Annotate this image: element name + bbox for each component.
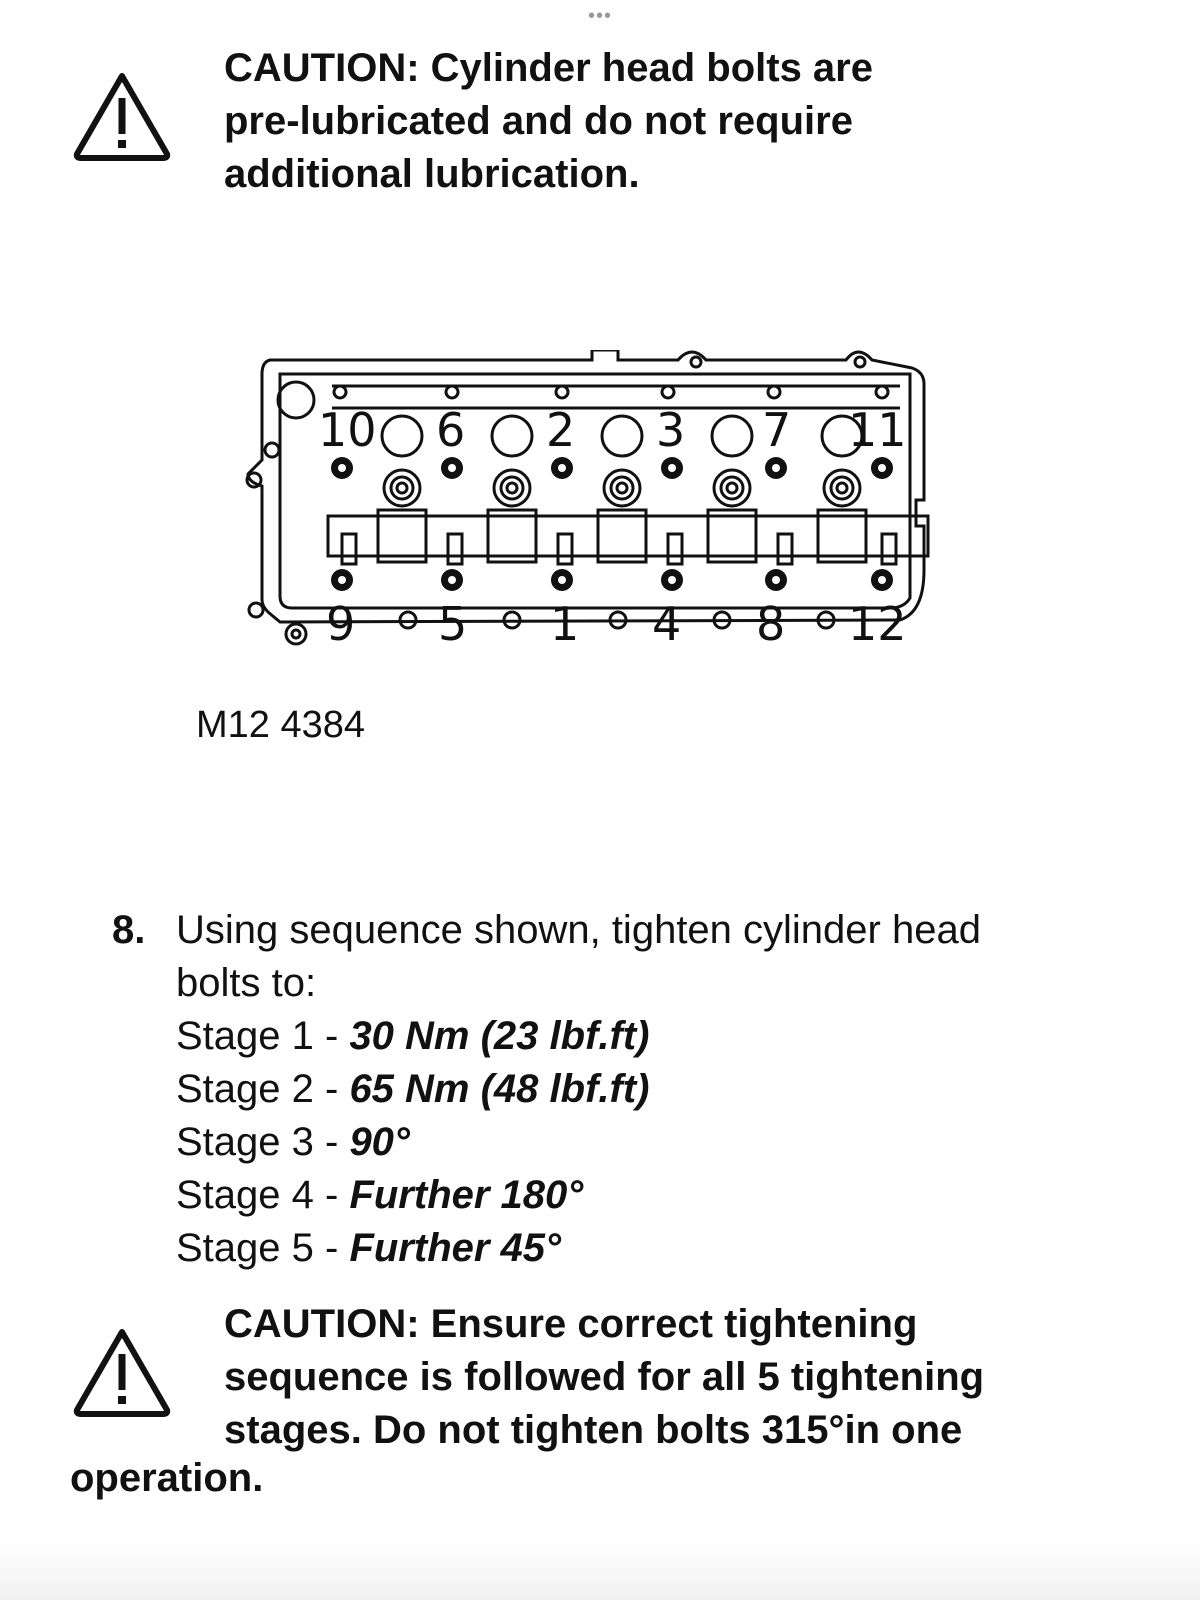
warning-triangle-icon <box>73 1329 171 1417</box>
caution-line: sequence is followed for all 5 tightenin… <box>224 1355 985 1399</box>
cylinder-head-bolt-sequence-diagram: 10 6 2 3 7 11 9 5 1 4 8 12 <box>245 350 930 651</box>
caution-line: operation. <box>70 1456 264 1500</box>
caution-line: CAUTION: Ensure correct tightening <box>224 1302 918 1346</box>
step-text-line: Using sequence shown, tighten cylinder h… <box>176 908 981 952</box>
torque-stage: Stage 3 - 90° <box>176 1116 1116 1169</box>
bolt-label-top: 6 <box>436 403 465 457</box>
stage-label: Stage 1 - <box>176 1014 350 1058</box>
caution-last-line: operation. <box>70 1452 263 1505</box>
stage-value: 90° <box>349 1120 410 1164</box>
caution-line: additional lubrication. <box>224 152 640 196</box>
torque-stage: Stage 4 - Further 180° <box>176 1169 1116 1222</box>
stage-label: Stage 3 - <box>176 1120 350 1164</box>
more-options-indicator[interactable]: ••• <box>587 5 612 27</box>
bolt-label-top: 11 <box>848 403 907 457</box>
caution-lubrication: CAUTION: Cylinder head bolts are pre-lub… <box>224 42 873 201</box>
caution-line: pre-lubricated and do not require <box>224 99 853 143</box>
torque-stage: Stage 1 - 30 Nm (23 lbf.ft) <box>176 1010 1116 1063</box>
step-number: 8. <box>112 908 146 952</box>
caution-tightening-sequence: CAUTION: Ensure correct tightening seque… <box>224 1298 984 1457</box>
stage-value: 30 Nm (23 lbf.ft) <box>349 1014 650 1058</box>
caution-line: stages. Do not tighten bolts 315°in one <box>224 1408 963 1452</box>
bolt-label-bottom: 4 <box>652 597 681 651</box>
warning-triangle-icon <box>73 73 171 161</box>
step-body: Using sequence shown, tighten cylinder h… <box>176 904 1116 1275</box>
stage-label: Stage 2 - <box>176 1067 350 1111</box>
bolt-label-bottom: 8 <box>756 597 785 651</box>
stage-label: Stage 5 - <box>176 1226 350 1270</box>
stage-value: 65 Nm (48 lbf.ft) <box>349 1067 650 1111</box>
step-text-line: bolts to: <box>176 961 317 1005</box>
bolt-label-bottom: 9 <box>326 597 355 651</box>
bolt-label-bottom: 12 <box>848 597 907 651</box>
figure-code: M12 4384 <box>196 704 366 746</box>
bolt-label-bottom: 1 <box>550 597 579 651</box>
stage-value: Further 180° <box>349 1173 584 1217</box>
bottom-edge-shadow <box>0 1540 1200 1600</box>
bolt-label-top: 3 <box>656 403 685 457</box>
bolt-label-top: 2 <box>546 403 575 457</box>
bolt-label-top: 7 <box>762 403 791 457</box>
bolt-label-top: 10 <box>318 403 377 457</box>
torque-stage: Stage 5 - Further 45° <box>176 1222 1116 1275</box>
caution-line: CAUTION: Cylinder head bolts are <box>224 46 873 90</box>
torque-stage: Stage 2 - 65 Nm (48 lbf.ft) <box>176 1063 1116 1116</box>
bolt-label-bottom: 5 <box>438 597 467 651</box>
stage-value: Further 45° <box>349 1226 562 1270</box>
stage-label: Stage 4 - <box>176 1173 350 1217</box>
